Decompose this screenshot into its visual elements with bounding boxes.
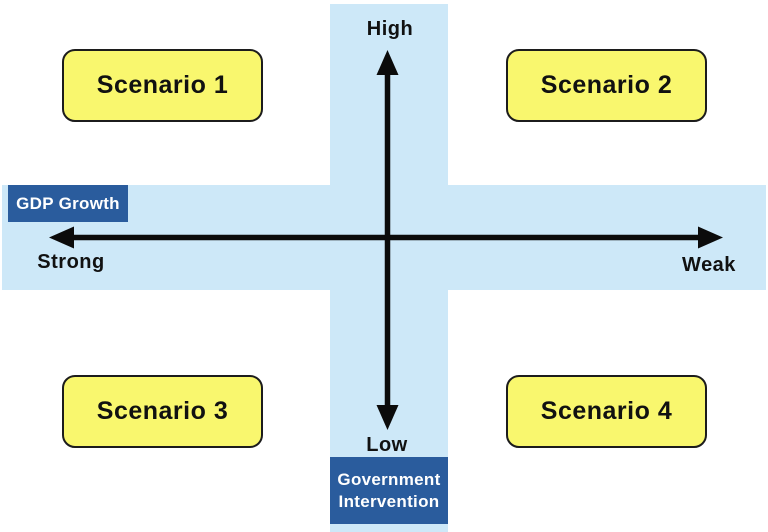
horizontal-axis-strong-label: Strong	[37, 251, 105, 273]
scenario-1-label: Scenario 1	[96, 71, 229, 99]
scenario-4-label: Scenario 4	[540, 397, 673, 425]
scenario-1-box: Scenario 1	[62, 49, 263, 122]
vertical-axis-high-label: High	[366, 18, 414, 40]
vertical-axis-arrow	[376, 50, 399, 430]
scenario-3-label: Scenario 3	[96, 397, 229, 425]
scenario-2-box: Scenario 2	[506, 49, 707, 122]
scenario-4-box: Scenario 4	[506, 375, 707, 448]
vertical-axis-low-label: Low	[366, 434, 408, 456]
government-intervention-axis-title: Government Intervention	[330, 457, 448, 524]
scenario-2-label: Scenario 2	[540, 71, 673, 99]
government-intervention-title-line1: Government	[337, 469, 441, 489]
government-intervention-title-line2: Intervention	[338, 491, 440, 511]
horizontal-axis-weak-label: Weak	[682, 254, 736, 276]
gdp-growth-axis-title: GDP Growth	[8, 185, 128, 222]
scenario-3-box: Scenario 3	[62, 375, 263, 448]
